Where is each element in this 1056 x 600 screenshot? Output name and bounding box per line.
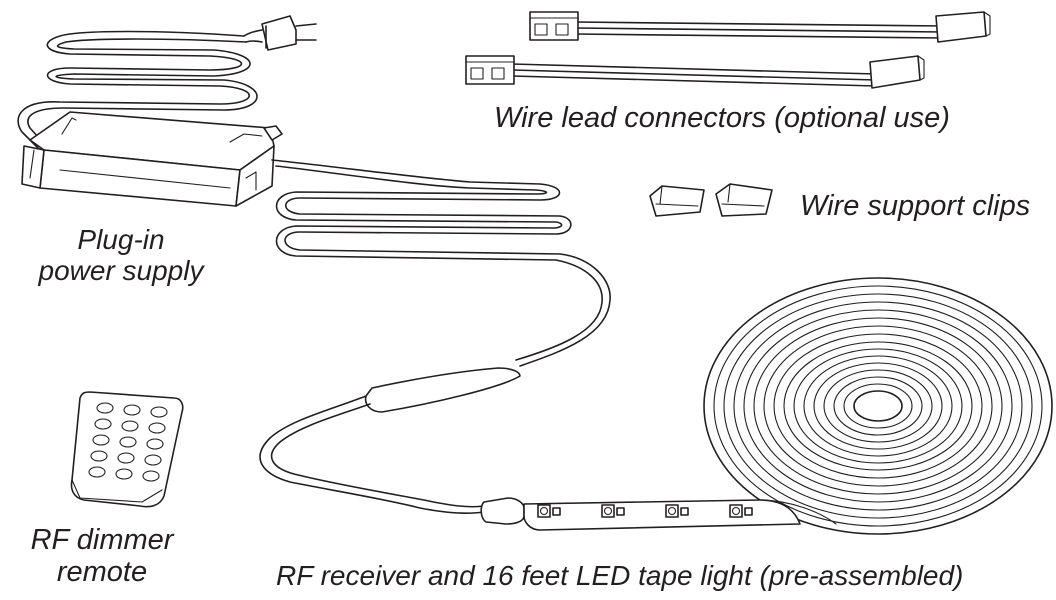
led-chip (601, 504, 625, 518)
wire-support-clip-1 (649, 185, 705, 217)
label-rf-dimmer-remote-line1: RF dimmer (30, 524, 174, 556)
label-rf-dimmer-remote-line2: remote (56, 556, 148, 589)
led-chip (537, 504, 561, 518)
led-tape-strip (523, 499, 837, 531)
power-plug (243, 15, 317, 51)
label-power-supply: Plug-in power supply (26, 224, 216, 287)
label-wire-lead-connectors-text: Wire lead connectors (optional use) (494, 102, 950, 134)
label-power-supply-line1: Plug-in (77, 224, 165, 255)
wire-lead-connector-1 (529, 11, 991, 43)
label-wire-lead-connectors: Wire lead connectors (optional use) (494, 102, 950, 134)
output-cord-coil (271, 159, 611, 367)
led-chip (729, 504, 753, 518)
label-wire-support-clips-text: Wire support clips (800, 190, 1031, 222)
label-power-supply-line2: power supply (38, 255, 204, 287)
label-rf-dimmer-remote: RF dimmer remote (22, 524, 182, 589)
power-cord-coil (17, 30, 258, 151)
wire-lead-connector-2 (465, 55, 925, 89)
wire-support-clip-2 (715, 183, 773, 217)
led-tape-reel (703, 277, 1053, 535)
power-supply-box (21, 111, 283, 207)
rf-receiver (259, 367, 525, 525)
label-tape-light: RF receiver and 16 feet LED tape light (… (276, 560, 963, 591)
label-tape-light-text: RF receiver and 16 feet LED tape light (… (276, 560, 964, 591)
label-wire-support-clips: Wire support clips (800, 190, 1030, 222)
rf-dimmer-remote (70, 391, 184, 508)
led-chip (665, 504, 689, 518)
